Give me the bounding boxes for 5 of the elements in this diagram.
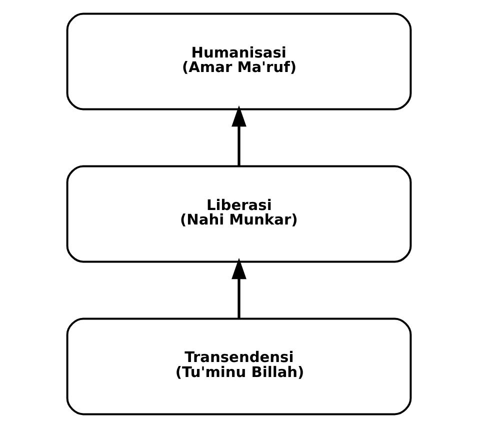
- node-box: Liberasi (Nahi Munkar): [66, 165, 412, 263]
- node-box: Humanisasi (Amar Ma'ruf): [66, 12, 412, 110]
- arrow: [232, 258, 246, 319]
- arrow: [232, 105, 246, 166]
- node-box: Transendensi (Tu'minu Billah): [66, 318, 412, 416]
